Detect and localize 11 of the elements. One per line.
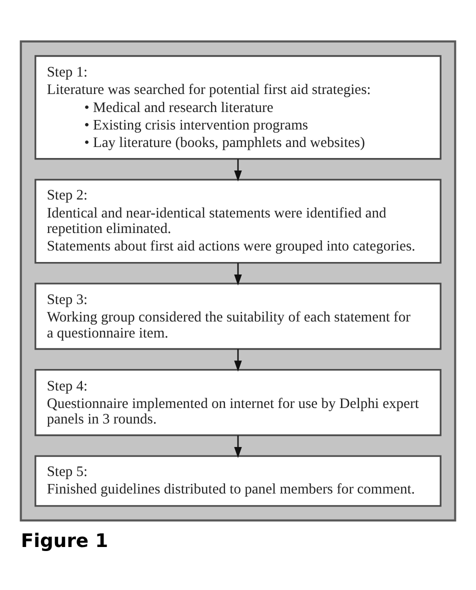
cluster xyxy=(20,40,456,521)
arrow xyxy=(234,348,242,372)
arrow xyxy=(234,435,242,458)
arrow xyxy=(234,262,242,285)
node-box: Step 5: Finished guidelines distributed to panel members for comment. xyxy=(34,454,442,506)
arrow xyxy=(234,158,242,181)
node-box: Step 3: Working group considered the suitability of each statement for a questionnaire item. xyxy=(34,282,442,350)
node-box: Step 2: Identical and near-identical statements were identified and repetition eliminated. Statements about first aid actions were grouped into categories. xyxy=(34,178,442,264)
caption: Figure 1 xyxy=(20,530,108,552)
node-box: Step 1: Literature was searched for potential first aid strategies: • Medical and research literature • Existing crisis intervention programs • Lay literature (books, pamphlets and websites) xyxy=(34,54,442,160)
node-box: Step 4: Questionnaire implemented on internet for use by Delphi expert panels in 3 rounds. xyxy=(34,368,442,436)
